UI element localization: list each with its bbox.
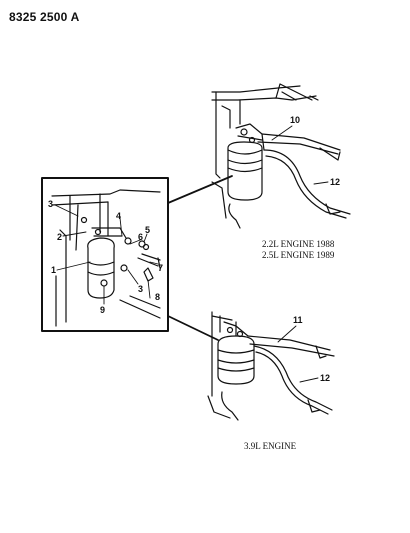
callout-2: 2 xyxy=(57,232,62,242)
callout-5: 5 xyxy=(145,225,150,235)
caption-engine-3-9l: 3.9L ENGINE xyxy=(244,441,297,451)
callout-1: 1 xyxy=(51,265,56,275)
callout-8: 8 xyxy=(155,292,160,302)
callout-7: 7 xyxy=(158,263,163,273)
callout-3-lower: 3 xyxy=(138,284,143,294)
callout-4: 4 xyxy=(116,211,121,221)
callout-12-upper: 12 xyxy=(330,177,340,187)
caption-engine-2-5l: 2.5L ENGINE 1989 xyxy=(262,250,335,260)
callout-9: 9 xyxy=(100,305,105,315)
page-code: 8325 2500 A xyxy=(9,10,80,24)
callout-11: 11 xyxy=(293,315,303,325)
lower-engine-view xyxy=(207,311,335,421)
callout-6: 6 xyxy=(138,232,143,242)
upper-engine-view xyxy=(211,83,351,229)
callout-12-lower: 12 xyxy=(320,373,330,383)
caption-engine-2-2l: 2.2L ENGINE 1988 xyxy=(262,239,335,249)
callout-10: 10 xyxy=(290,115,300,125)
callout-3-upper: 3 xyxy=(48,199,53,209)
detail-inset xyxy=(41,175,233,341)
